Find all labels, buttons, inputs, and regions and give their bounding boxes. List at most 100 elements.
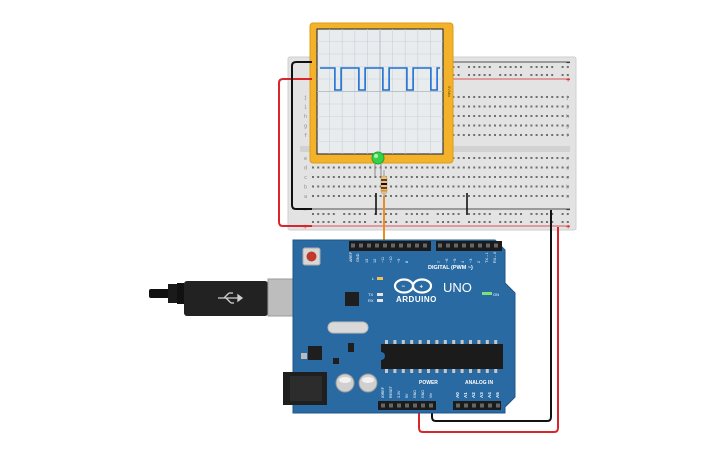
header-pin[interactable] bbox=[462, 243, 466, 248]
terminal-hole bbox=[540, 124, 543, 127]
header-pin[interactable] bbox=[480, 403, 484, 408]
header-pin[interactable] bbox=[472, 403, 476, 408]
usb-cable[interactable] bbox=[149, 278, 305, 317]
header-pin[interactable] bbox=[496, 403, 500, 408]
terminal-hole bbox=[509, 134, 512, 136]
terminal-hole bbox=[447, 195, 450, 197]
header-pin[interactable] bbox=[478, 243, 482, 248]
rail-hole bbox=[452, 213, 455, 215]
header-pin[interactable] bbox=[438, 243, 442, 248]
rail-hole bbox=[442, 213, 444, 215]
chip-pin bbox=[435, 340, 439, 344]
wire-black-left[interactable] bbox=[291, 61, 312, 210]
row-letter: c bbox=[304, 175, 307, 181]
header-pin[interactable] bbox=[359, 243, 363, 248]
wire-black-gnd[interactable] bbox=[431, 210, 552, 422]
rail-hole bbox=[509, 221, 512, 223]
terminal-hole bbox=[514, 176, 517, 178]
header-pin[interactable] bbox=[397, 403, 401, 408]
terminal-hole bbox=[546, 105, 548, 108]
header-pin[interactable] bbox=[391, 243, 395, 248]
reset-button[interactable] bbox=[306, 251, 317, 262]
header-pin[interactable] bbox=[407, 243, 411, 248]
terminal-hole bbox=[535, 105, 538, 108]
header-pin[interactable] bbox=[421, 403, 425, 408]
terminal-hole bbox=[546, 96, 548, 98]
chip-pin bbox=[452, 369, 456, 373]
terminal-hole bbox=[436, 185, 439, 188]
terminal-hole bbox=[457, 166, 460, 169]
row-letter: j bbox=[304, 95, 307, 101]
terminal-hole bbox=[546, 157, 548, 159]
rail-hole bbox=[457, 66, 460, 68]
header-pin[interactable] bbox=[351, 243, 355, 248]
header-pin[interactable] bbox=[494, 243, 498, 248]
header-pin[interactable] bbox=[464, 403, 468, 408]
header-pin[interactable] bbox=[383, 243, 387, 248]
terminal-hole bbox=[504, 96, 507, 98]
header-pin[interactable] bbox=[423, 243, 427, 248]
usb-icon bbox=[218, 292, 244, 304]
terminal-hole bbox=[535, 185, 538, 188]
terminal-hole bbox=[343, 185, 346, 188]
terminal-hole bbox=[494, 105, 496, 108]
header-pin[interactable] bbox=[454, 243, 458, 248]
header-pin[interactable] bbox=[429, 403, 433, 408]
header-pin[interactable] bbox=[405, 403, 409, 408]
resistor[interactable] bbox=[380, 170, 388, 200]
terminal-hole bbox=[561, 195, 564, 197]
terminal-hole bbox=[369, 195, 372, 197]
terminal-hole bbox=[379, 176, 382, 178]
terminal-hole bbox=[509, 124, 512, 127]
terminal-hole bbox=[540, 195, 543, 197]
rail-hole bbox=[530, 74, 533, 76]
chip-pin bbox=[477, 369, 481, 373]
rail-hole bbox=[504, 66, 507, 68]
header-pin[interactable] bbox=[488, 403, 492, 408]
rail-hole bbox=[514, 213, 517, 215]
wires[interactable] bbox=[278, 61, 559, 433]
header-pin[interactable] bbox=[446, 243, 450, 248]
rail-hole bbox=[457, 74, 460, 76]
terminal-hole bbox=[468, 105, 470, 108]
terminal-hole bbox=[338, 185, 340, 188]
terminal-hole bbox=[504, 176, 507, 178]
terminal-hole bbox=[442, 166, 444, 169]
terminal-hole bbox=[530, 124, 533, 127]
header-pin[interactable] bbox=[470, 243, 474, 248]
terminal-hole bbox=[566, 134, 569, 136]
header-pin[interactable] bbox=[456, 403, 460, 408]
header-pin[interactable] bbox=[399, 243, 403, 248]
terminal-hole bbox=[473, 96, 476, 98]
header-pin[interactable] bbox=[375, 243, 379, 248]
terminal-hole bbox=[494, 134, 496, 136]
header-pin[interactable] bbox=[389, 403, 393, 408]
header-pin[interactable] bbox=[486, 243, 490, 248]
terminal-hole bbox=[514, 195, 517, 197]
led[interactable] bbox=[371, 151, 385, 176]
terminal-hole bbox=[525, 157, 528, 159]
header-pin[interactable] bbox=[381, 403, 385, 408]
terminal-hole bbox=[530, 134, 533, 136]
digital-pin-label: ~10 bbox=[389, 257, 393, 263]
rail-hole bbox=[457, 221, 460, 223]
power-pin-label: GND bbox=[421, 390, 425, 398]
terminal-hole bbox=[426, 185, 429, 188]
led-dome bbox=[371, 151, 385, 165]
wire-red-5v[interactable] bbox=[418, 227, 559, 433]
terminal-hole bbox=[452, 185, 455, 188]
oscilloscope[interactable]: 5V/div bbox=[309, 22, 454, 164]
terminal-hole bbox=[457, 105, 460, 108]
terminal-hole bbox=[348, 176, 351, 178]
terminal-hole bbox=[520, 134, 522, 136]
terminal-hole bbox=[384, 195, 387, 197]
terminal-hole bbox=[405, 195, 408, 197]
terminal-hole bbox=[462, 185, 465, 188]
wire-red-left[interactable] bbox=[278, 78, 312, 227]
header-pin[interactable] bbox=[367, 243, 371, 248]
header-pin[interactable] bbox=[415, 243, 419, 248]
resistor-band bbox=[381, 190, 387, 192]
header-pin[interactable] bbox=[413, 403, 417, 408]
terminal-hole bbox=[343, 166, 346, 169]
